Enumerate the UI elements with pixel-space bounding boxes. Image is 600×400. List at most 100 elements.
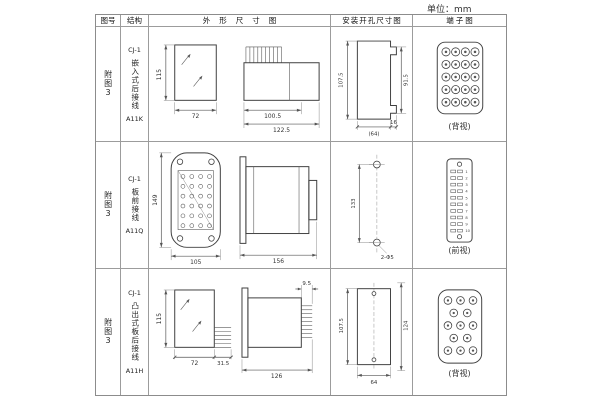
dim-label-height: 115: [155, 68, 162, 80]
panel-cutout: [356, 287, 391, 365]
structure-cell: CJ-1 嵌入式后接线 A11K: [121, 27, 149, 142]
extension-lines: [345, 40, 406, 130]
terminal-circles: [441, 47, 479, 107]
outline-cell: 115 72: [149, 27, 331, 142]
outline-cell: 149 105: [149, 142, 331, 269]
terminal-cell: (背视): [413, 269, 506, 395]
dim-label-cutout-height: 107.5: [338, 318, 344, 333]
header-terminal: 端子图: [413, 15, 506, 27]
fig-no-cell: 附图3: [96, 269, 121, 395]
dim-label-overall-height: 124: [403, 319, 409, 330]
dim-chain: (64) 16: [354, 120, 398, 138]
dim-total-depth: 122.5: [243, 122, 319, 133]
mounting-cell: 133 2-Φ5: [331, 142, 413, 269]
dim-label-inner-depth: 100.5: [264, 113, 281, 120]
terminal-number: 6: [465, 202, 468, 206]
model-label: CJ-1: [128, 175, 141, 183]
dim-label-depth: 126: [270, 372, 282, 379]
header-mounting: 安装开孔尺寸图: [331, 15, 413, 27]
dim-label-inner-height: 91.5: [403, 74, 409, 86]
dim-height: 115: [155, 44, 167, 100]
outline-cell: 115 72 31.5: [149, 269, 331, 395]
terminal-number: 1: [465, 169, 467, 173]
terminal-number: 8: [465, 216, 468, 220]
terminal-circles: [443, 295, 477, 355]
mounting-drawing-a11q: 133 2-Φ5: [350, 154, 393, 261]
mounting-cell: 107.5 91.5 (64) 16: [331, 27, 413, 142]
code-label: A11Q: [125, 227, 144, 235]
outline-drawing-a11q: 149 105: [152, 151, 317, 266]
terminal-number: 2: [465, 176, 467, 180]
model-label: CJ-1: [128, 45, 141, 54]
dim-label-height: 115: [155, 312, 162, 324]
header-fig-no-label: 图号: [100, 16, 116, 25]
fig-no-cell: 附图3: [96, 142, 121, 269]
header-outline-label: 外形尺寸图: [202, 16, 286, 25]
spec-table: 图号 结构 外形尺寸图 安装开孔尺寸图 端子图 附图3 CJ-1 嵌入式后接线 …: [95, 14, 507, 396]
dim-label-width: 72: [190, 360, 198, 367]
header-fig-no: 图号: [96, 15, 121, 27]
dim-label-hole-spacing: 133: [350, 198, 356, 208]
mounting-drawing-a11k: 107.5 91.5 (64) 16: [338, 40, 409, 138]
dim-hole-spacing: 133: [350, 164, 361, 243]
front-view: [173, 43, 217, 101]
terminal-view-label: (背视): [448, 122, 471, 131]
dim-width: 64: [356, 373, 390, 386]
header-mounting-label: 安装开孔尺寸图: [342, 16, 402, 25]
dim-overall-height: 124: [399, 282, 409, 370]
code-label: A11K: [126, 114, 143, 123]
dim-label-width: 105: [190, 260, 201, 266]
outline-drawing-a11h: 115 72 31.5: [155, 281, 318, 379]
side-view: [240, 287, 312, 358]
header-terminal-label: 端子图: [446, 16, 475, 25]
header-outline: 外形尺寸图: [149, 15, 331, 27]
fig-no: 附图3: [103, 318, 113, 346]
terminal-number: 5: [465, 196, 467, 200]
structure-cell: CJ-1 凸出式板后接线 A11H: [121, 269, 149, 395]
dim-chain-bottom: 72 31.5: [172, 354, 233, 367]
dim-label-step: 31.5: [217, 361, 229, 367]
dim-label-width: 72: [191, 113, 199, 120]
fig-no: 附图3: [103, 191, 113, 219]
terminal-number: 3: [465, 183, 468, 187]
mounting-cell: 107.5 124 64: [331, 269, 413, 395]
table-row-a11h: 附图3 CJ-1 凸出式板后接线 A11H: [96, 269, 506, 395]
terminal-number: 4: [465, 189, 468, 193]
fig-no: 附图3: [103, 70, 113, 98]
dim-width: 72: [174, 108, 216, 120]
dim-cutout-height: 107.5: [338, 288, 349, 365]
dim-label-tab: 16: [390, 120, 397, 126]
dim-pin-depth: 9.5: [294, 281, 318, 290]
terminal-drawing-a11q: 1 2 3 4 5 6 7 8 9 10: [445, 157, 473, 243]
table-header-row: 图号 结构 外形尺寸图 安装开孔尺寸图 端子图: [96, 15, 506, 27]
terminal-number: 7: [465, 209, 468, 213]
code-label: A11H: [125, 366, 144, 375]
terminal-rows: 1 2 3 4 5 6 7 8 9 10: [450, 169, 470, 233]
header-structure: 结构: [121, 15, 149, 27]
dim-width: 105: [170, 254, 220, 266]
structure-cell: CJ-1 板前接线 A11Q: [121, 142, 149, 269]
structure-block: CJ-1 嵌入式后接线 A11K: [126, 46, 143, 123]
terminal-view-label: (前视): [448, 245, 471, 255]
flange-front-view: [170, 151, 221, 248]
dim-inner-height: 91.5: [399, 46, 409, 114]
dim-label-depth: 156: [272, 259, 283, 265]
front-view: [173, 288, 231, 348]
hole-callout: 2-Φ5: [378, 245, 393, 261]
dim-label-height: 149: [152, 194, 158, 205]
fig-no-cell: 附图3: [96, 27, 121, 142]
structure-block: CJ-1 凸出式板后接线 A11H: [126, 289, 144, 375]
side-view: [239, 155, 317, 244]
structure-label: 凸出式板后接线: [130, 302, 140, 362]
dim-depth: 156: [239, 253, 317, 265]
terminal-view-label: (背视): [448, 368, 471, 378]
structure-block: CJ-1 板前接线 A11Q: [126, 175, 144, 235]
dim-label-cutout-height: 107.5: [338, 72, 344, 87]
structure-label: 嵌入式后接线: [130, 58, 140, 110]
hole-callout-label: 2-Φ5: [380, 255, 393, 261]
terminal-number: 10: [465, 229, 470, 233]
dim-inner-depth: 100.5: [243, 108, 301, 120]
terminal-drawing-a11h: [437, 288, 482, 364]
dim-label-pin-depth: 9.5: [302, 281, 311, 287]
extension-lines: [345, 282, 405, 378]
